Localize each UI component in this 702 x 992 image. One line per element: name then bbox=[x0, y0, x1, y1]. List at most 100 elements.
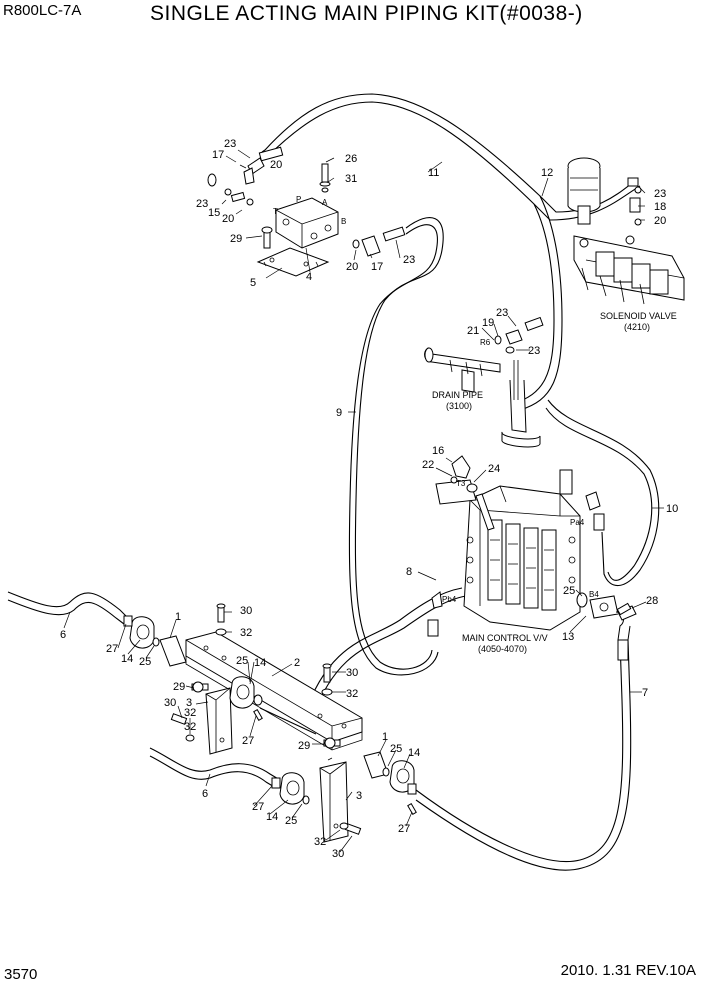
main-control-valve-code: (4050-4070) bbox=[478, 644, 527, 654]
main-control-valve: MAIN CONTROL V/V (4050-4070) bbox=[435, 469, 581, 654]
callout-14: 14 bbox=[266, 811, 278, 823]
port-p: P bbox=[296, 195, 301, 204]
callout-23: 23 bbox=[528, 345, 540, 357]
brackets-3 bbox=[205, 687, 349, 843]
pipe-10 bbox=[545, 399, 660, 587]
callout-20: 20 bbox=[270, 159, 282, 171]
callout-28: 28 bbox=[646, 595, 658, 607]
callout-17: 17 bbox=[371, 261, 383, 273]
callout-3: 3 bbox=[186, 697, 192, 709]
callout-29: 29 bbox=[298, 740, 310, 752]
callout-29: 29 bbox=[230, 233, 242, 245]
model-code: R800LC-7A bbox=[3, 2, 82, 19]
revision-date: 2010. 1.31 REV.10A bbox=[560, 962, 696, 979]
callout-19: 19 bbox=[482, 317, 494, 329]
drain-pipe: DRAIN PIPE (3100) bbox=[424, 347, 541, 448]
callout-27: 27 bbox=[398, 823, 410, 835]
callout-18: 18 bbox=[654, 201, 666, 213]
solenoid-valve-label: SOLENOID VALVE bbox=[600, 311, 677, 321]
callout-15: 15 bbox=[208, 207, 220, 219]
callout-17: 17 bbox=[212, 149, 224, 161]
callout-8: 8 bbox=[406, 566, 412, 578]
callout-23: 23 bbox=[224, 138, 236, 150]
page-number: 3570 bbox=[4, 966, 38, 983]
callout-10: 10 bbox=[666, 503, 678, 515]
callout-21: 21 bbox=[467, 325, 479, 337]
callout-13: 13 bbox=[562, 631, 574, 643]
callout-14: 14 bbox=[254, 657, 266, 669]
callout-9: 9 bbox=[336, 407, 342, 419]
port-a: A bbox=[322, 198, 328, 207]
callout-2: 2 bbox=[294, 657, 300, 669]
callout-23: 23 bbox=[496, 307, 508, 319]
callout-30: 30 bbox=[332, 848, 344, 860]
callout-23: 23 bbox=[654, 188, 666, 200]
callout-27: 27 bbox=[252, 801, 264, 813]
port-pb4: Pb4 bbox=[442, 595, 457, 604]
mcv-fittings bbox=[427, 455, 637, 661]
callout-24: 24 bbox=[488, 463, 500, 475]
solenoid-valve-code: (4210) bbox=[624, 322, 650, 332]
callout-30: 30 bbox=[240, 605, 252, 617]
callout-16: 16 bbox=[432, 445, 444, 457]
callout-3: 3 bbox=[356, 790, 362, 802]
callout-30: 30 bbox=[346, 667, 358, 679]
bolts-30-32 bbox=[170, 602, 632, 835]
callout-26: 26 bbox=[345, 153, 357, 165]
callout-1: 1 bbox=[175, 611, 181, 623]
callout-27: 27 bbox=[106, 643, 118, 655]
callout-7: 7 bbox=[642, 687, 648, 699]
callout-32: 32 bbox=[314, 836, 326, 848]
pipe-11-12 bbox=[261, 93, 641, 413]
solenoid-fittings bbox=[627, 177, 642, 226]
page-title: SINGLE ACTING MAIN PIPING KIT(#0038-) bbox=[150, 2, 583, 25]
callout-23: 23 bbox=[196, 198, 208, 210]
leader-lines bbox=[63, 149, 664, 853]
callout-1: 1 bbox=[382, 731, 388, 743]
main-control-valve-label: MAIN CONTROL V/V bbox=[462, 633, 548, 643]
callout-5: 5 bbox=[250, 277, 256, 289]
drain-pipe-code: (3100) bbox=[446, 401, 472, 411]
callout-11: 11 bbox=[428, 167, 439, 179]
callout-25: 25 bbox=[563, 585, 575, 597]
callout-25: 25 bbox=[390, 743, 402, 755]
port-r6: R6 bbox=[480, 338, 491, 347]
solenoid-valve: SOLENOID VALVE (4210) bbox=[567, 157, 685, 332]
clamps-1-14 bbox=[123, 615, 417, 805]
pipe-7 bbox=[415, 639, 632, 871]
callout-4: 4 bbox=[306, 271, 312, 283]
pipe-6-lower bbox=[149, 747, 281, 789]
callout-20: 20 bbox=[346, 261, 358, 273]
block-fittings bbox=[207, 146, 406, 257]
callout-6: 6 bbox=[202, 788, 208, 800]
callout-25: 25 bbox=[139, 656, 151, 668]
callout-29: 29 bbox=[173, 681, 185, 693]
callout-23: 23 bbox=[403, 254, 415, 266]
callout-30: 30 bbox=[164, 697, 176, 709]
port-t3: T3 bbox=[456, 479, 466, 488]
callout-numbers: 23 17 20 26 31 11 12 23 18 20 23 15 20 2… bbox=[60, 138, 678, 860]
drain-pipe-label: DRAIN PIPE bbox=[432, 390, 483, 400]
callout-32: 32 bbox=[240, 627, 252, 639]
callout-32: 32 bbox=[184, 707, 196, 719]
callout-12: 12 bbox=[541, 167, 553, 179]
callout-25: 25 bbox=[236, 655, 248, 667]
callout-32: 32 bbox=[346, 688, 358, 700]
callout-25: 25 bbox=[285, 815, 297, 827]
pipe-6-upper bbox=[7, 591, 129, 625]
drain-fittings bbox=[494, 316, 544, 400]
callout-32: 32 bbox=[184, 721, 196, 733]
port-t: T bbox=[273, 207, 278, 216]
port-b: B bbox=[341, 217, 346, 226]
callout-20: 20 bbox=[654, 215, 666, 227]
manifold-block-4: P T A B bbox=[256, 195, 346, 277]
port-b4: B4 bbox=[589, 590, 599, 599]
callout-14: 14 bbox=[408, 747, 420, 759]
port-pa4: Pa4 bbox=[570, 518, 585, 527]
callout-27: 27 bbox=[242, 735, 254, 747]
callout-6: 6 bbox=[60, 629, 66, 641]
callout-20: 20 bbox=[222, 213, 234, 225]
callout-31: 31 bbox=[345, 173, 357, 185]
callout-14: 14 bbox=[121, 653, 133, 665]
